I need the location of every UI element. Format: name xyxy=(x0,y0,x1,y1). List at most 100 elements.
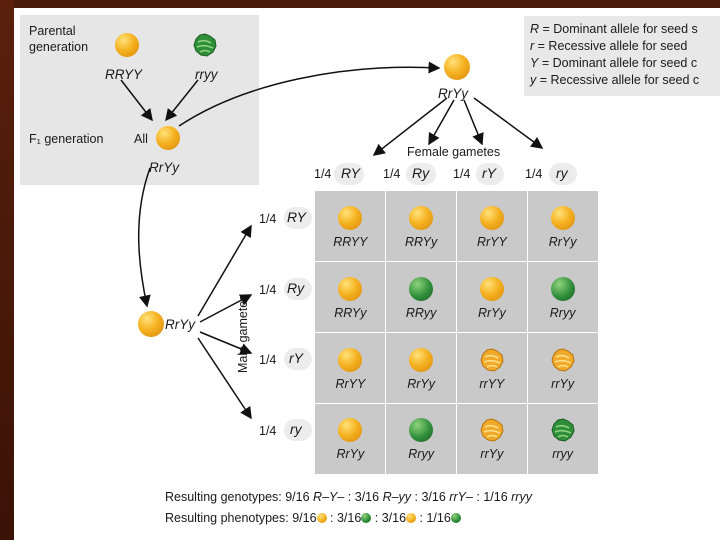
female-gamete-allele-3: rY xyxy=(482,165,496,181)
female-parent-genotype: RrYy xyxy=(438,86,468,101)
female-gamete-fraction-4: 1/4 xyxy=(525,167,543,181)
green-round-pea-icon xyxy=(409,276,434,301)
female-gamete-fraction-3: 1/4 xyxy=(453,167,471,181)
male-gamete-allele-2: Ry xyxy=(287,280,305,296)
punnett-cell-genotype: RRYy xyxy=(405,235,438,249)
parental-title-line2: generation xyxy=(29,40,89,54)
punnett-cell-genotype: RrYy xyxy=(548,235,577,249)
genotype-ratio: 1/16 rryy xyxy=(483,490,532,504)
arrow-male-gamete xyxy=(199,331,253,355)
female-gamete-pill-4 xyxy=(549,163,577,185)
female-parent-pea-icon xyxy=(444,54,470,80)
yellow-round-pea-icon xyxy=(338,206,363,230)
punnett-cell-genotype: RRYy xyxy=(334,305,367,320)
male-gamete-fraction-3: 1/4 xyxy=(259,353,277,367)
male-parent-genotype: RrYy xyxy=(165,317,195,332)
male-gamete-fraction-2: 1/4 xyxy=(259,283,277,297)
punnett-cell-genotype: Rryy xyxy=(549,305,576,320)
diagram-arrows xyxy=(120,61,544,420)
punnett-square xyxy=(315,191,598,474)
arrow-female-gamete xyxy=(463,99,484,146)
male-gamete-pill-4 xyxy=(284,419,312,441)
male-parent-pea-icon xyxy=(138,311,164,337)
arrow-parent-to-f1 xyxy=(120,79,153,122)
grid-divider xyxy=(315,332,598,333)
yellow-round-pea-icon xyxy=(115,33,139,57)
male-gamete-allele-1: RY xyxy=(287,209,306,225)
yellow-round-pea-icon xyxy=(316,513,327,523)
yellow-wrinkled-pea-icon xyxy=(480,418,504,442)
male-gamete-pill-2 xyxy=(284,278,312,300)
genotype-ratio: 9/16 R–Y– : xyxy=(285,490,355,504)
punnett-cell-genotype: RrYY xyxy=(476,235,507,249)
yellow-round-pea-icon xyxy=(338,418,363,443)
legend-line-3: Y = Dominant allele for seed c xyxy=(530,56,698,70)
parental-panel: Parental generation RRYY rryy F₁ generat… xyxy=(20,15,259,185)
legend-line-1: R = Dominant allele for seed s xyxy=(530,22,698,36)
female-gamete-fraction-1: 1/4 xyxy=(314,167,332,181)
punnett-cell-genotype: RrYy xyxy=(407,376,436,391)
phenotype-ratio: 3/16 : xyxy=(336,511,382,525)
legend-line-4: y = Recessive allele for seed c xyxy=(530,73,700,87)
phenotype-ratio: 9/16 : xyxy=(292,511,337,525)
punnett-cell-genotype: RrYy xyxy=(336,447,365,462)
green-round-pea-icon xyxy=(361,513,372,523)
female-gametes-label: Female gametes xyxy=(407,145,501,159)
female-gamete-pill-3 xyxy=(476,163,504,185)
genotype-results: 9/16 R–Y– : 3/16 R–yy : 3/16 rrY– : 1/16… xyxy=(285,490,532,504)
slide-frame-top xyxy=(0,0,720,8)
male-gamete-allele-3: rY xyxy=(289,350,303,366)
arrow-male-gamete xyxy=(197,224,252,317)
male-gamete-pill-3 xyxy=(284,348,312,370)
arrow-male-gamete xyxy=(197,337,252,420)
green-round-pea-icon xyxy=(409,418,434,443)
f1-pea-icon xyxy=(156,126,180,150)
genotype-ratio: 3/16 R–yy : xyxy=(354,490,422,504)
parent-genotype-rryy-recessive: rryy xyxy=(195,67,218,82)
male-gamete-fraction-1: 1/4 xyxy=(259,212,277,226)
punnett-cell-genotype: rryy xyxy=(552,447,574,462)
green-round-pea-icon xyxy=(550,276,575,301)
phenotype-ratio: 3/16 : xyxy=(381,511,427,525)
grid-divider xyxy=(315,261,598,262)
slide-frame-left xyxy=(0,0,14,540)
yellow-round-pea-icon xyxy=(479,276,504,301)
arrow-male-gamete xyxy=(199,294,253,323)
yellow-round-pea-icon xyxy=(479,206,504,230)
phenotype-results: 9/16 : 3/16 : 3/16 : 1/16 xyxy=(292,511,461,525)
female-gamete-allele-4: ry xyxy=(556,165,568,181)
resulting-phenotypes-row: Resulting phenotypes: 9/16 : 3/16 : 3/16… xyxy=(165,511,461,525)
arrow-f1-to-male xyxy=(138,167,151,308)
punnett-cell-genotype: RrYy xyxy=(477,305,506,320)
punnett-cell-genotype: RRYY xyxy=(333,235,368,249)
green-wrinkled-pea-icon xyxy=(193,33,217,57)
punnett-cell-genotype: Rryy xyxy=(408,447,434,462)
resulting-genotypes-row: Resulting genotypes: 9/16 R–Y– : 3/16 R–… xyxy=(165,490,532,504)
female-gamete-fraction-2: 1/4 xyxy=(383,167,401,181)
punnett-cell-genotype: RRyy xyxy=(405,305,437,320)
grid-divider xyxy=(315,403,598,404)
punnett-cell-genotype: rrYY xyxy=(479,376,505,391)
f1-generation-label: F₁ generation xyxy=(29,132,104,146)
yellow-round-pea-icon xyxy=(409,347,434,372)
f1-all-label: All xyxy=(134,132,148,146)
allele-legend: R = Dominant allele for seed s r = Reces… xyxy=(524,16,720,96)
slide: Parental generation RRYY rryy F₁ generat… xyxy=(14,8,720,540)
genotype-ratio: 3/16 rrY– : xyxy=(421,490,484,504)
arrow-female-gamete xyxy=(428,99,455,146)
punnett-cell-genotype: rrYy xyxy=(480,447,504,462)
female-gamete-pill-2 xyxy=(406,163,436,185)
resulting-genotypes-label: Resulting genotypes: xyxy=(165,490,282,504)
green-wrinkled-pea-icon xyxy=(551,418,575,442)
legend-line-2: r = Recessive allele for seed xyxy=(530,39,688,53)
yellow-round-pea-icon xyxy=(550,206,575,230)
arrow-parent-to-f1 xyxy=(165,79,199,122)
yellow-wrinkled-pea-icon xyxy=(406,513,417,523)
green-wrinkled-pea-icon xyxy=(450,513,461,523)
yellow-round-pea-icon xyxy=(409,206,434,230)
arrow-female-gamete xyxy=(473,97,544,149)
yellow-wrinkled-pea-icon xyxy=(480,347,504,372)
female-gamete-allele-2: Ry xyxy=(412,165,430,181)
male-gamete-pill-1 xyxy=(284,207,312,229)
yellow-wrinkled-pea-icon xyxy=(551,347,575,372)
